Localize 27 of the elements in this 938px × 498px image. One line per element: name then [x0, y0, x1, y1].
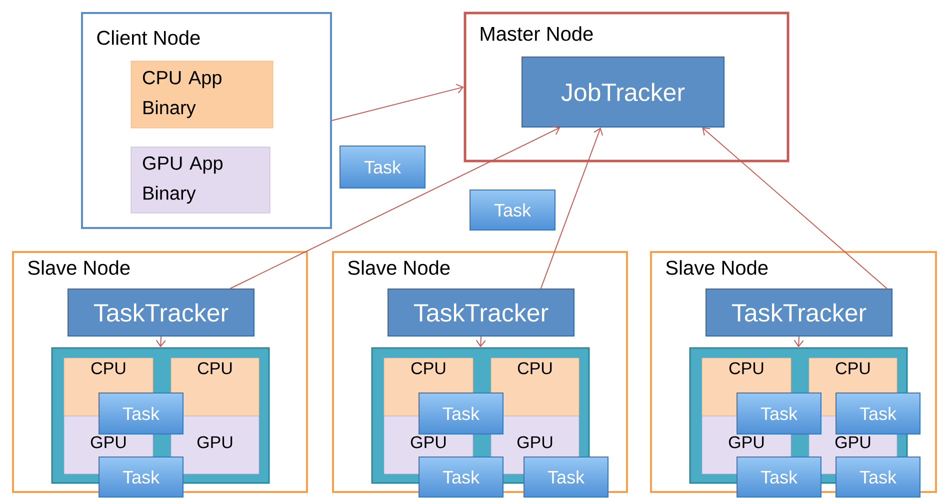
task-box: Task [418, 456, 504, 498]
task-box: Task [98, 456, 184, 498]
arrow [476, 336, 486, 348]
tracker-box: TaskTracker [68, 288, 254, 336]
binary-box: CPU App Binary [130, 60, 274, 128]
arrow [332, 84, 464, 121]
arrow [156, 336, 166, 348]
task-box: Task [418, 392, 504, 434]
task-box: Task [98, 392, 184, 434]
arrow [794, 336, 804, 348]
task-box: Task [524, 456, 608, 498]
task-box: Task [836, 456, 920, 498]
binary-box: GPU App Binary [130, 146, 270, 214]
cpu-box: CPU [490, 358, 580, 416]
gpu-box: GPU [170, 416, 260, 474]
tracker-box: TaskTracker [706, 288, 892, 336]
arrow [702, 128, 888, 289]
task-box: Task [836, 392, 920, 434]
task-box: Task [736, 456, 822, 498]
cpu-box: CPU [170, 358, 260, 416]
task-box: Task [470, 190, 556, 230]
arrow [540, 128, 603, 289]
tracker-box: TaskTracker [388, 288, 574, 336]
tracker-box: JobTracker [522, 56, 724, 128]
task-box: Task [340, 146, 426, 188]
task-box: Task [736, 392, 822, 434]
arrow [230, 126, 560, 289]
